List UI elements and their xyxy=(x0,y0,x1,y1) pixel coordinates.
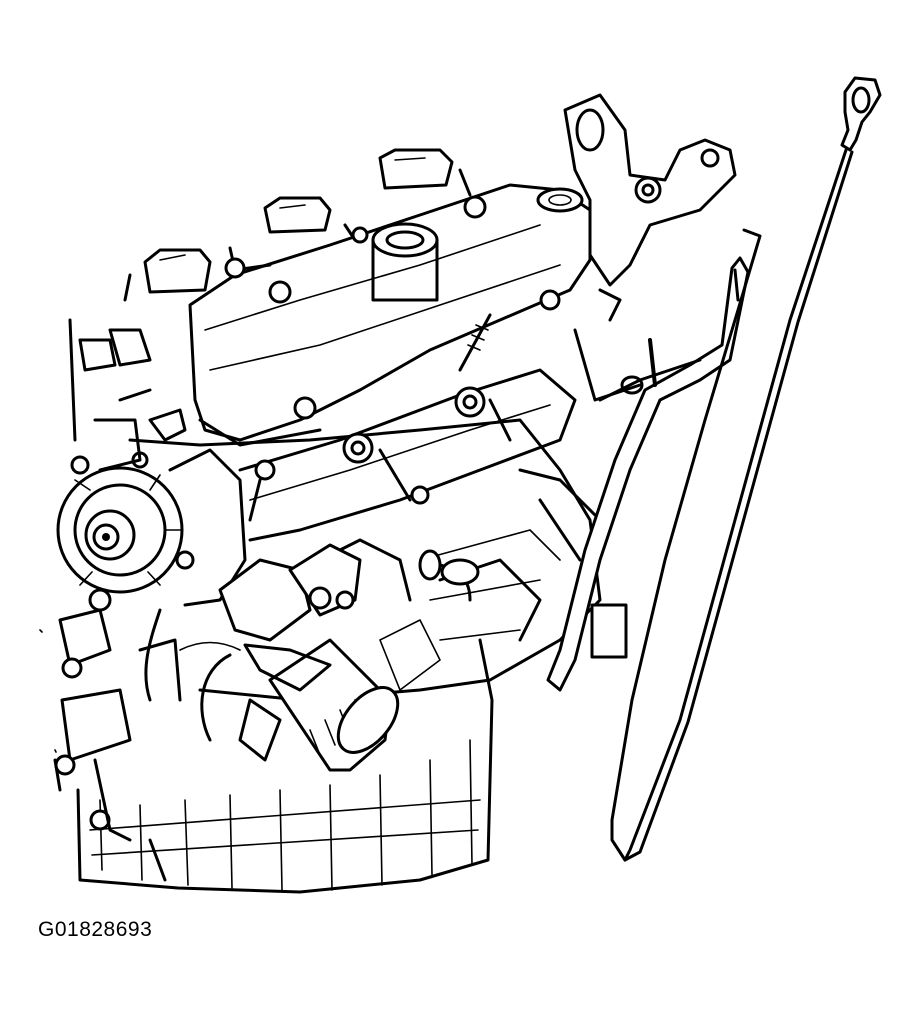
engine-block xyxy=(128,418,628,702)
valve-cover xyxy=(188,183,592,447)
oil-pressure-sensor xyxy=(144,543,362,762)
oil-pan xyxy=(53,638,494,894)
intake-runners xyxy=(78,148,472,372)
engine-lift-bracket xyxy=(563,93,737,322)
crankshaft-pulley xyxy=(56,448,247,612)
stray-mark xyxy=(39,629,57,753)
oil-dipstick xyxy=(610,76,882,862)
front-brackets xyxy=(54,318,187,842)
dipstick-tube xyxy=(546,256,750,692)
exhaust-manifold xyxy=(238,368,577,602)
oil-filter xyxy=(268,638,400,772)
figure-id-label: G01828693 xyxy=(38,918,153,941)
